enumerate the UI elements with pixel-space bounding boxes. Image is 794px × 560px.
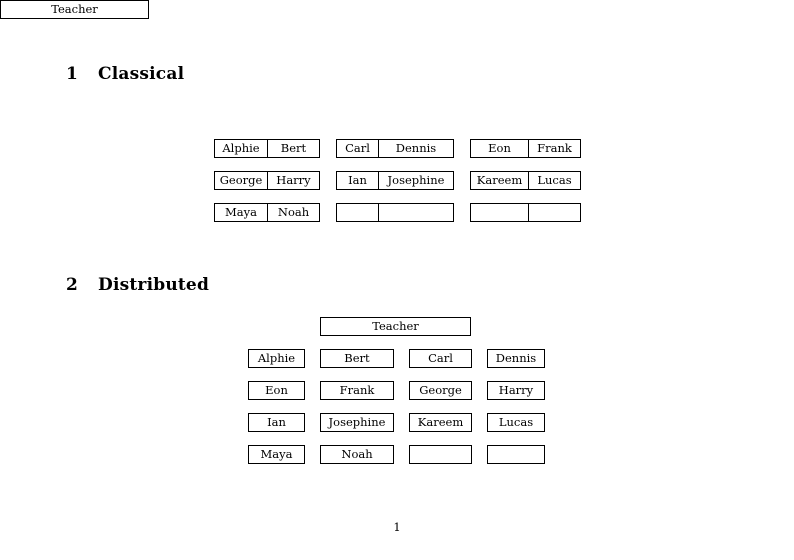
- section-number: 1: [66, 64, 79, 84]
- classical-group-left: George Harry: [214, 171, 320, 190]
- classical-cell: Bert: [267, 140, 319, 157]
- distributed-cell: Dennis: [487, 349, 545, 368]
- classical-cell-empty: [337, 204, 378, 221]
- distributed-cell: Alphie: [248, 349, 305, 368]
- distributed-teacher-box: Teacher: [320, 317, 471, 336]
- classical-cell: Josephine: [378, 172, 453, 189]
- section-heading-distributed: 2 Distributed: [66, 275, 209, 295]
- section-number: 2: [66, 275, 79, 295]
- classical-cell-empty: [528, 204, 580, 221]
- classical-cell: Noah: [267, 204, 319, 221]
- classical-cell: Kareem: [471, 172, 528, 189]
- classical-group-left: Alphie Bert: [214, 139, 320, 158]
- classical-cell: Frank: [528, 140, 580, 157]
- distributed-cell: Josephine: [320, 413, 394, 432]
- classical-cell: Alphie: [215, 140, 267, 157]
- distributed-cell: Lucas: [487, 413, 545, 432]
- classical-group-middle: Ian Josephine: [336, 171, 454, 190]
- distributed-cell: Kareem: [409, 413, 472, 432]
- classical-group-middle: Carl Dennis: [336, 139, 454, 158]
- classical-cell: Eon: [471, 140, 528, 157]
- classical-cell: Dennis: [378, 140, 453, 157]
- classical-cell-empty: [471, 204, 528, 221]
- classical-cell: Carl: [337, 140, 378, 157]
- classical-cell: George: [215, 172, 267, 189]
- classical-cell-empty: [378, 204, 453, 221]
- distributed-cell: George: [409, 381, 472, 400]
- distributed-cell-empty: [487, 445, 545, 464]
- distributed-cell: Harry: [487, 381, 545, 400]
- page-number: 1: [393, 520, 401, 534]
- classical-teacher-box: Teacher: [0, 0, 149, 19]
- distributed-cell: Maya: [248, 445, 305, 464]
- classical-diagram: Teacher Alphie Bert Carl Dennis Eon Fran…: [0, 0, 581, 222]
- classical-group-middle: [336, 203, 454, 222]
- section-heading-classical: 1 Classical: [66, 64, 184, 84]
- classical-cell: Lucas: [528, 172, 580, 189]
- section-title: Classical: [98, 64, 185, 84]
- distributed-cell: Carl: [409, 349, 472, 368]
- distributed-cell: Ian: [248, 413, 305, 432]
- distributed-cell: Bert: [320, 349, 394, 368]
- classical-cell: Maya: [215, 204, 267, 221]
- classical-cell: Harry: [267, 172, 319, 189]
- distributed-cell: Noah: [320, 445, 394, 464]
- distributed-cell: Frank: [320, 381, 394, 400]
- distributed-cell: Eon: [248, 381, 305, 400]
- classical-group-right: Eon Frank: [470, 139, 581, 158]
- classical-group-left: Maya Noah: [214, 203, 320, 222]
- distributed-cell-empty: [409, 445, 472, 464]
- classical-group-right: [470, 203, 581, 222]
- classical-cell: Ian: [337, 172, 378, 189]
- section-title: Distributed: [98, 275, 210, 295]
- classical-group-right: Kareem Lucas: [470, 171, 581, 190]
